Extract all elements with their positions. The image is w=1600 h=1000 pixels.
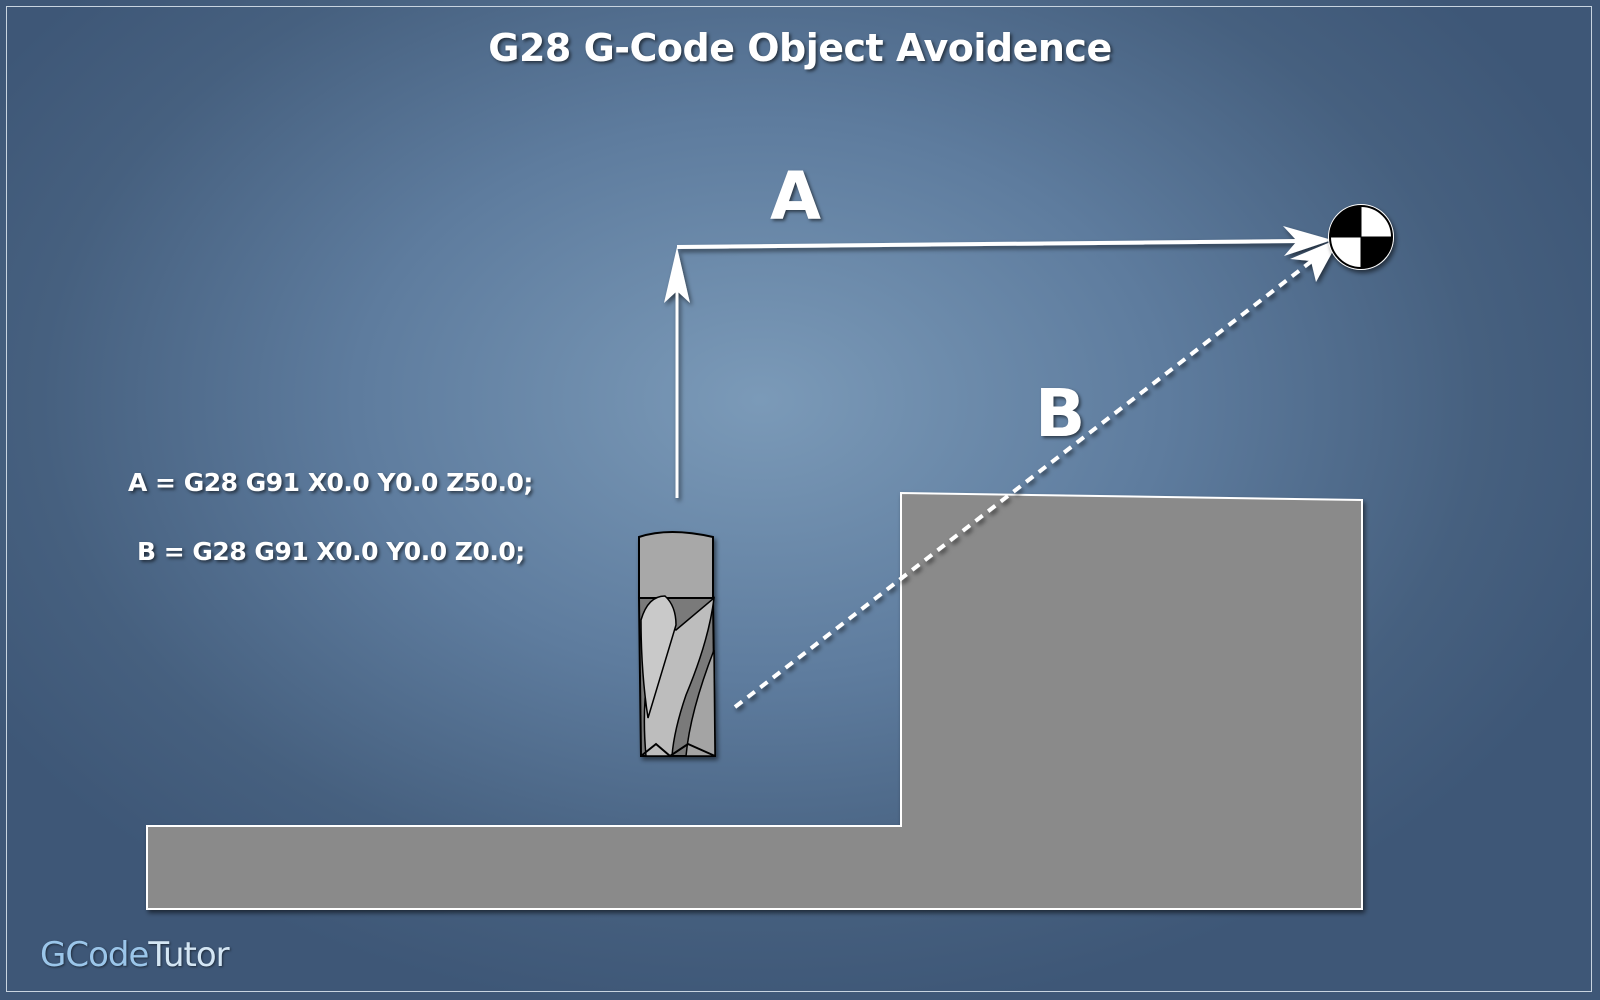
path-b-label: B	[1035, 375, 1086, 452]
path-b-arrow	[733, 238, 1340, 709]
path-a-label: A	[770, 158, 822, 235]
brand-logo: GCodeTutor	[40, 935, 230, 975]
path-a-arrow	[664, 226, 1332, 498]
workpiece-block	[146, 491, 1363, 910]
code-line-b: B = G28 G91 X0.0 Y0.0 Z0.0;	[137, 537, 525, 566]
end-mill-icon	[637, 531, 717, 758]
page-title: G28 G-Code Object Avoidence	[488, 26, 1112, 70]
brand-part-gcode: GCode	[40, 935, 149, 975]
code-line-a: A = G28 G91 X0.0 Y0.0 Z50.0;	[128, 468, 533, 497]
brand-part-tutor: Tutor	[148, 935, 229, 975]
reference-point-icon	[1328, 204, 1394, 270]
